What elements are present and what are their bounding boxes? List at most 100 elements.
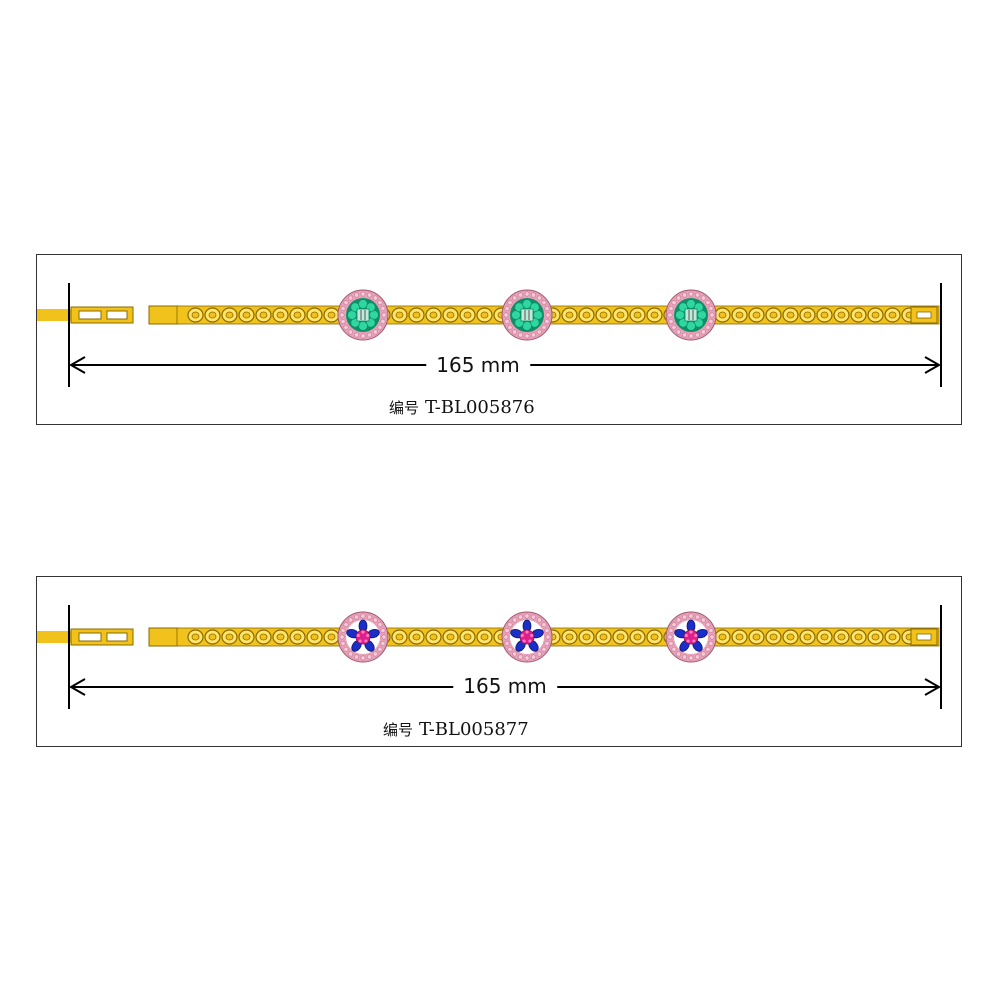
pave-stone: [676, 295, 682, 301]
pink-facet: [356, 633, 360, 638]
pave-stone: [541, 324, 547, 330]
chain-link-hole: [208, 633, 217, 641]
chain-link-hole: [803, 311, 812, 319]
pave-stone: [700, 329, 706, 335]
chain-link-hole: [786, 311, 795, 319]
pink-facet: [520, 633, 524, 638]
pave-stone: [380, 306, 386, 311]
chain-link-hole: [480, 311, 489, 319]
chain-link-hole: [616, 311, 625, 319]
pave-stone: [676, 329, 682, 335]
pave-stone: [524, 613, 530, 619]
chain-link-hole: [327, 633, 336, 641]
chain-link-hole: [429, 633, 438, 641]
charm: [337, 611, 389, 663]
chain-link-hole: [752, 311, 761, 319]
arrowhead-left: [68, 678, 86, 696]
pave-stone: [354, 614, 359, 620]
pave-stone: [518, 614, 523, 620]
pave-stone: [531, 614, 536, 620]
pave-stone: [512, 651, 518, 657]
chain-link-hole: [412, 311, 421, 319]
pave-stone: [524, 655, 530, 661]
clasp-window: [78, 632, 102, 642]
pave-stone: [695, 292, 700, 298]
pave-stone: [524, 291, 530, 297]
chain-link-hole: [293, 633, 302, 641]
chain-link-hole: [259, 311, 268, 319]
chain-end-hole: [916, 311, 932, 319]
pave-stone: [536, 617, 542, 623]
pave-stone: [544, 628, 550, 633]
pave-stone: [671, 622, 677, 628]
chain-link-hole: [582, 311, 591, 319]
pink-facet: [525, 630, 529, 634]
chain-link-hole: [446, 633, 455, 641]
pave-stone: [536, 329, 542, 335]
charm: [665, 289, 717, 341]
pave-stone: [524, 333, 530, 339]
chain-link-hole: [837, 311, 846, 319]
product-code-2: T-BL005877: [419, 719, 529, 740]
pave-stone: [377, 622, 383, 628]
chain-link-hole: [191, 311, 200, 319]
dimension-label-1: 165 mm: [426, 353, 530, 377]
pave-stone: [507, 324, 513, 330]
chain-link-hole: [582, 633, 591, 641]
pave-stone: [377, 300, 383, 306]
chain-link-hole: [735, 311, 744, 319]
pave-stone: [503, 312, 509, 318]
product-code-1: T-BL005876: [425, 397, 535, 418]
chain-link-hole: [565, 633, 574, 641]
clasp-end: [148, 627, 180, 647]
chain-link-hole: [412, 633, 421, 641]
dimension-label-2: 165 mm: [453, 674, 557, 698]
pave-stone: [688, 613, 694, 619]
pave-stone: [504, 641, 510, 646]
chain-link-hole: [429, 311, 438, 319]
pave-stone: [668, 641, 674, 646]
pave-stone: [671, 300, 677, 306]
pave-stone: [688, 333, 694, 339]
pink-facet: [694, 633, 698, 638]
chain-link-hole: [480, 633, 489, 641]
pave-stone: [682, 332, 687, 338]
chain-link-hole: [276, 311, 285, 319]
chain-link-hole: [786, 633, 795, 641]
chain-link-hole: [225, 633, 234, 641]
charm: [337, 289, 389, 341]
pave-stone: [367, 654, 372, 660]
chain-link-hole: [871, 633, 880, 641]
pave-stone: [708, 641, 714, 646]
pink-facet: [364, 639, 368, 643]
code-prefix-1: 编号: [389, 399, 420, 417]
pave-stone: [544, 306, 550, 311]
pave-stone: [695, 654, 700, 660]
pave-stone: [531, 332, 536, 338]
pave-stone: [708, 628, 714, 633]
pave-stone: [381, 312, 387, 318]
pave-stone: [504, 319, 510, 324]
clasp-window: [78, 310, 102, 320]
bracelet-drawing-1: [37, 283, 942, 387]
pink-facet: [366, 633, 370, 638]
pave-stone: [700, 617, 706, 623]
pave-stone: [367, 614, 372, 620]
charm: [501, 289, 553, 341]
pave-stone: [372, 617, 378, 623]
chain-link-hole: [718, 311, 727, 319]
pink-facet: [528, 639, 532, 643]
chain-link-hole: [259, 633, 268, 641]
pave-stone: [668, 306, 674, 311]
pave-stone: [380, 628, 386, 633]
pave-stone: [705, 300, 711, 306]
pink-facet: [692, 639, 696, 643]
pave-stone: [705, 646, 711, 652]
pave-stone: [705, 622, 711, 628]
chain-link-hole: [327, 311, 336, 319]
bracelet-panel-1: 165 mm 编号 T-BL005876: [36, 254, 962, 425]
chain-link-hole: [293, 311, 302, 319]
chain-link-hole: [735, 633, 744, 641]
pave-stone: [518, 654, 523, 660]
